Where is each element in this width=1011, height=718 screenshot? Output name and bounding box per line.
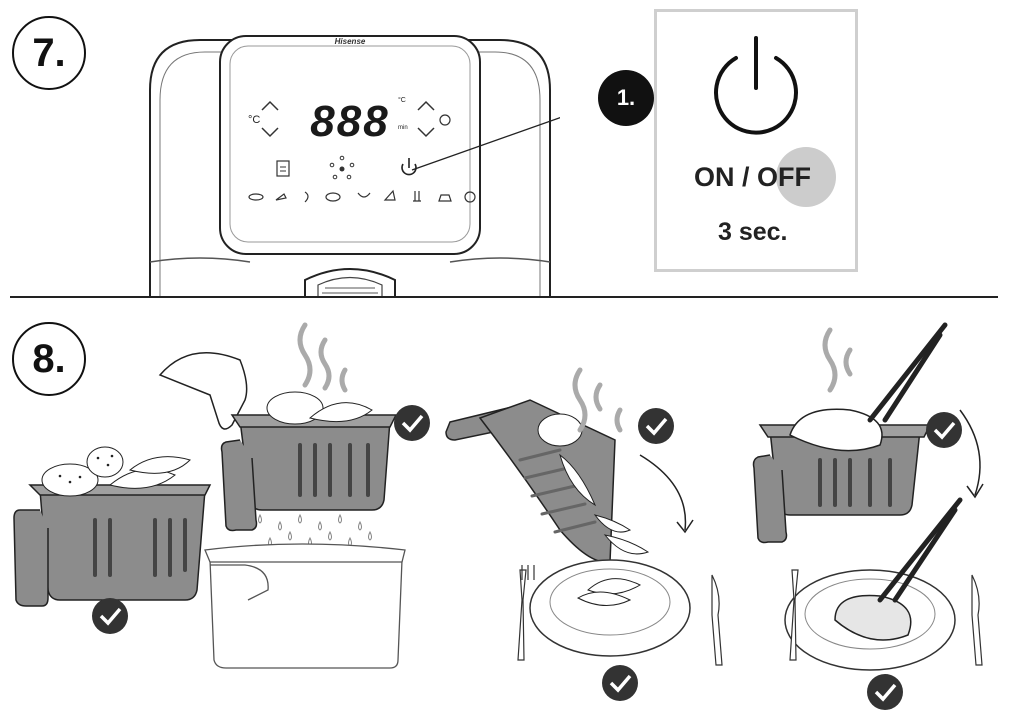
basket-pouring-wedges: [445, 367, 723, 666]
brand-logo: Hisense: [335, 37, 366, 46]
tongs-icon: [867, 322, 948, 423]
check-icon: [867, 674, 903, 710]
min-unit: min: [398, 125, 408, 131]
power-icon: [714, 36, 798, 135]
knife-icon: [711, 574, 723, 666]
step-8-label: 8.: [12, 322, 86, 396]
basket-with-wedges: [13, 446, 212, 607]
serving-illustrations: [13, 322, 984, 710]
check-icon: [394, 405, 430, 441]
basket-with-steak: [752, 322, 984, 671]
fork-icon: [517, 565, 535, 661]
check-icon: [638, 408, 674, 444]
display-digits: 888: [310, 97, 389, 146]
check-icon: [602, 665, 638, 701]
section-divider: [10, 296, 998, 298]
duration-label: 3 sec.: [718, 218, 788, 246]
air-fryer-front-illustration: 888 °C °C min Hisense: [149, 35, 560, 298]
celsius-unit-left: °C: [248, 114, 260, 126]
celsius-unit-right: °C: [398, 96, 406, 104]
off-highlight: [776, 147, 836, 207]
check-icon: [926, 412, 962, 448]
on-off-label: ON / OFF: [694, 162, 812, 192]
step-7-label: 7.: [12, 16, 86, 90]
callout-badge-1: 1.: [598, 70, 654, 126]
check-icon: [92, 598, 128, 634]
hand-lifting-basket: [158, 322, 406, 669]
